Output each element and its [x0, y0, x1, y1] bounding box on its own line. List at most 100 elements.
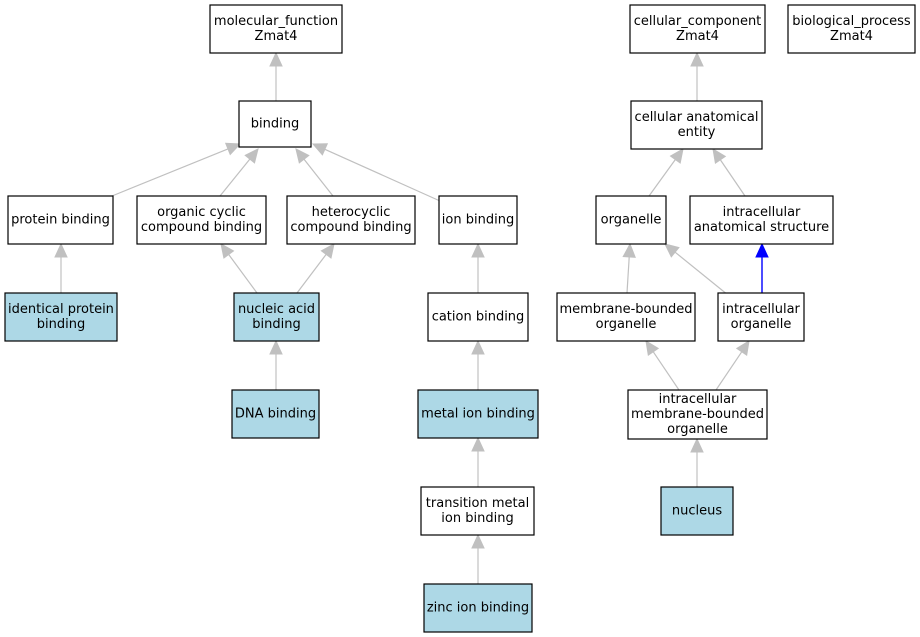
edge-arrowhead [244, 148, 259, 164]
node-box [660, 486, 734, 536]
node-box [787, 4, 916, 54]
nodes-layer: molecular_functionZmat4cellular_componen… [4, 4, 916, 633]
node-label: membrane-bounded [559, 302, 692, 317]
node-cation-binding[interactable]: cation binding [427, 292, 529, 342]
node-label: DNA binding [235, 407, 316, 422]
edge-line [648, 159, 676, 197]
node-label: compound binding [141, 220, 262, 235]
node-label: identical protein [8, 302, 114, 317]
node-label: anatomical structure [694, 220, 829, 235]
node-box [4, 292, 118, 342]
edge-protein_binding-to-binding [111, 142, 242, 197]
node-dna-binding[interactable]: DNA binding [231, 389, 320, 439]
node-label: metal ion binding [421, 407, 535, 422]
edge-arrowhead [735, 340, 750, 356]
edge-arrowhead [622, 242, 636, 258]
edge-arrowhead [54, 242, 68, 258]
node-protein-binding[interactable]: protein binding [7, 195, 114, 245]
edge-organelle-to-cell_anat_entity [648, 148, 684, 197]
edge-arrowhead [664, 243, 680, 258]
edge-nucleic_acid-to-organic_cyclic [220, 243, 258, 294]
edge-arrowhead [645, 340, 660, 356]
node-box [233, 292, 320, 342]
node-label: compound binding [290, 220, 411, 235]
node-box [420, 486, 535, 536]
edge-arrowhead [669, 148, 684, 164]
node-label: cellular anatomical [635, 110, 759, 125]
node-box [689, 195, 834, 245]
edge-line [219, 158, 251, 197]
edge-membrane_bounded-to-organelle [622, 242, 636, 294]
edge-arrowhead [712, 148, 727, 164]
node-label: Zmat4 [830, 29, 873, 44]
edge-line [303, 158, 334, 197]
node-box [627, 389, 768, 440]
edge-line [715, 351, 743, 391]
edge-line [228, 254, 258, 294]
node-label: cellular_component [634, 14, 762, 29]
node-organelle[interactable]: organelle [595, 195, 667, 245]
node-binding[interactable]: binding [238, 100, 312, 148]
node-label: membrane-bounded [631, 407, 764, 422]
node-label: binding [251, 117, 299, 132]
edge-arrowhead [471, 436, 485, 452]
node-label: ion binding [441, 511, 513, 526]
node-label: ion binding [442, 213, 514, 228]
node-ion-binding[interactable]: ion binding [438, 195, 518, 245]
node-label: Zmat4 [676, 29, 719, 44]
node-zinc-ion[interactable]: zinc ion binding [423, 583, 533, 633]
edge-arrowhead [471, 339, 485, 355]
edge-arrowhead [224, 142, 242, 156]
node-label: nucleic acid [238, 302, 315, 317]
node-label: molecular_function [214, 14, 338, 29]
node-label: organic cyclic [157, 205, 246, 220]
edge-line [652, 351, 680, 391]
edge-arrowhead [471, 242, 485, 258]
edge-ion_binding-to-binding [311, 143, 441, 202]
node-metal-ion[interactable]: metal ion binding [417, 389, 539, 439]
edge-zinc_ion-to-transition_metal [471, 533, 485, 584]
node-nucleus[interactable]: nucleus [660, 486, 734, 536]
edge-dna_binding-to-nucleic_acid [269, 339, 283, 390]
edge-line [324, 148, 441, 202]
node-label: intracellular [722, 302, 800, 317]
node-box [286, 195, 416, 245]
edge-organic_cyclic-to-binding [219, 148, 259, 197]
edge-arrowhead [320, 243, 335, 259]
node-label: organelle [731, 317, 792, 332]
node-box [556, 292, 696, 342]
edge-intracell_organelle-to-organelle [664, 243, 729, 296]
node-box [231, 389, 320, 439]
edge-binding-to-mf_root [269, 51, 283, 101]
node-label: binding [37, 317, 85, 332]
edge-arrowhead [295, 148, 310, 164]
node-label: protein binding [11, 213, 110, 228]
node-box [717, 292, 805, 342]
node-box [423, 583, 533, 633]
node-label: Zmat4 [255, 29, 298, 44]
node-box [209, 4, 343, 54]
edge-identical_protein-to-protein_binding [54, 242, 68, 293]
node-label: heterocyclic [312, 205, 391, 220]
edge-metal_ion-to-cation_binding [471, 339, 485, 390]
node-label: organelle [601, 213, 662, 228]
edge-arrowhead [220, 243, 235, 259]
node-label: cation binding [432, 310, 525, 325]
edge-intracell_mb_organelle-to-membrane_bounded [645, 340, 680, 391]
edge-intracell_anat-to-cell_anat_entity [712, 148, 746, 197]
node-label: organelle [596, 317, 657, 332]
edge-line [719, 159, 746, 197]
